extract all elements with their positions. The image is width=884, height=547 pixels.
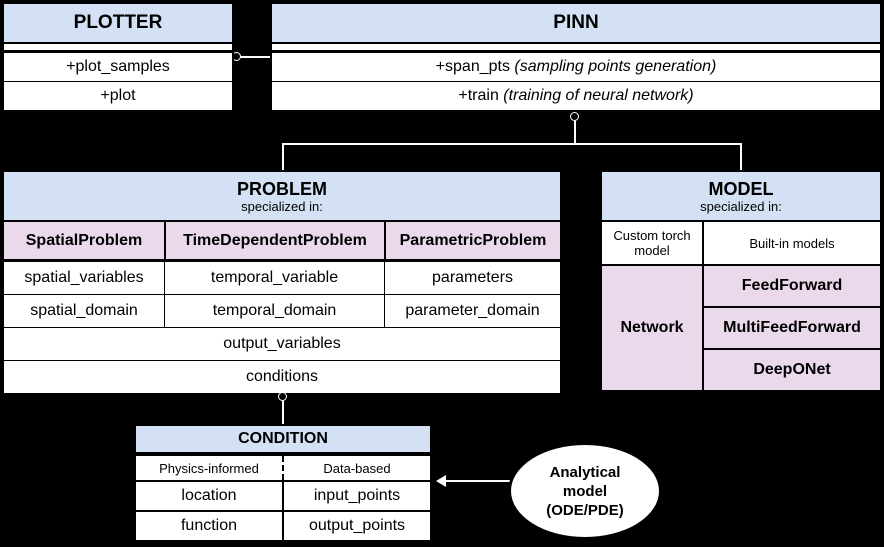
problem-title: PROBLEM bbox=[237, 178, 327, 199]
condition-attr-output-points: output_points bbox=[282, 512, 430, 540]
model-subtitle: specialized in: bbox=[700, 198, 782, 214]
aggregation-circle-condition bbox=[278, 392, 287, 401]
problem-attr-conditions: conditions bbox=[245, 368, 319, 385]
pinn-attributes-compartment bbox=[272, 44, 880, 52]
model-body: Custom torch model Network Built-in mode… bbox=[602, 222, 880, 390]
model-item-multifeedforward[interactable]: MultiFeedForward bbox=[704, 308, 880, 350]
analytical-model-line2: model bbox=[562, 482, 608, 500]
connector-branch-to-problem bbox=[282, 143, 284, 171]
model-left-header: Custom torch model bbox=[602, 222, 702, 266]
problem-attr-parameters: parameters bbox=[384, 262, 560, 294]
problem-attr-output-variables: output_variables bbox=[223, 335, 341, 352]
class-box-problem[interactable]: PROBLEM specialized in: SpatialProblem T… bbox=[2, 170, 562, 393]
condition-title: CONDITION bbox=[136, 426, 430, 454]
problem-subtitle: specialized in: bbox=[241, 198, 323, 214]
pinn-method-row[interactable]: +span_pts (sampling points generation) bbox=[272, 52, 880, 81]
problem-shared-row: output_variables bbox=[4, 327, 560, 360]
arrowhead-to-condition bbox=[436, 475, 446, 487]
problem-attr-parameter-domain: parameter_domain bbox=[384, 295, 560, 327]
plotter-method-row[interactable]: +plot_samples bbox=[4, 52, 232, 81]
analytical-model-line1: Analytical bbox=[549, 463, 621, 481]
problem-specialization-timedependent[interactable]: TimeDependentProblem bbox=[164, 222, 384, 259]
problem-attr-spatial-variables: spatial_variables bbox=[24, 269, 144, 286]
condition-attribute-row: location input_points bbox=[136, 480, 430, 510]
model-header: MODEL specialized in: bbox=[602, 172, 880, 222]
pinn-title: PINN bbox=[272, 4, 880, 44]
connector-branch-to-model bbox=[740, 143, 742, 171]
condition-attr-function: function bbox=[180, 517, 238, 534]
pinn-method-row[interactable]: +train (training of neural network) bbox=[272, 81, 880, 110]
problem-specialization-spatial[interactable]: SpatialProblem bbox=[4, 222, 164, 259]
problem-shared-row: conditions bbox=[4, 360, 560, 393]
problem-attribute-row: spatial_domain temporal_domain parameter… bbox=[4, 294, 560, 327]
plotter-method-plot-samples: +plot_samples bbox=[66, 58, 170, 75]
problem-attr-temporal-variable: temporal_variable bbox=[164, 262, 384, 294]
pinn-method-train: +train (training of neural network) bbox=[272, 82, 880, 110]
problem-attr-spatial-domain: spatial_domain bbox=[30, 302, 138, 319]
condition-subheader-data-based: Data-based bbox=[282, 456, 430, 480]
problem-attribute-row: spatial_variables temporal_variable para… bbox=[4, 261, 560, 294]
problem-header: PROBLEM specialized in: bbox=[4, 172, 560, 222]
node-analytical-model[interactable]: Analytical model (ODE/PDE) bbox=[508, 442, 662, 540]
pinn-method-span-pts-note: (sampling points generation) bbox=[514, 58, 717, 75]
model-right-header: Built-in models bbox=[704, 222, 880, 266]
connector-plotter-pinn bbox=[238, 56, 272, 58]
class-box-pinn[interactable]: PINN +span_pts (sampling points generati… bbox=[270, 2, 882, 111]
model-item-feedforward[interactable]: FeedForward bbox=[704, 266, 880, 308]
plotter-method-plot: +plot bbox=[100, 87, 136, 104]
model-left-column: Custom torch model Network bbox=[602, 222, 702, 390]
condition-attr-location: location bbox=[181, 487, 237, 504]
connector-branch-horizontal bbox=[282, 143, 742, 145]
class-box-model[interactable]: MODEL specialized in: Custom torch model… bbox=[600, 170, 882, 392]
connector-analytical-to-condition bbox=[440, 480, 512, 482]
pinn-method-span-pts: +span_pts (sampling points generation) bbox=[272, 53, 880, 81]
class-box-condition[interactable]: CONDITION Physics-informed Data-based lo… bbox=[134, 424, 432, 542]
aggregation-circle-pinn bbox=[570, 112, 579, 121]
model-item-network[interactable]: Network bbox=[602, 266, 702, 390]
problem-specialization-parametric[interactable]: ParametricProblem bbox=[384, 222, 560, 259]
model-item-deeponet[interactable]: DeepONet bbox=[704, 350, 880, 390]
connector-pinn-down bbox=[574, 118, 576, 144]
condition-attr-input-points: input_points bbox=[282, 482, 430, 510]
pinn-method-train-name: +train bbox=[458, 87, 499, 104]
class-box-plotter[interactable]: PLOTTER +plot_samples +plot bbox=[2, 2, 234, 111]
analytical-model-line3: (ODE/PDE) bbox=[546, 501, 624, 519]
problem-specialization-row: SpatialProblem TimeDependentProblem Para… bbox=[4, 222, 560, 261]
model-title: MODEL bbox=[708, 178, 774, 199]
connector-problem-condition bbox=[282, 398, 284, 425]
plotter-title: PLOTTER bbox=[4, 4, 232, 44]
condition-subheader-physics-informed: Physics-informed bbox=[159, 460, 259, 476]
condition-subheader-row: Physics-informed Data-based bbox=[136, 454, 430, 480]
plotter-attributes-compartment bbox=[4, 44, 232, 52]
condition-attribute-row: function output_points bbox=[136, 510, 430, 540]
pinn-method-train-note: (training of neural network) bbox=[503, 87, 694, 104]
problem-attr-temporal-domain: temporal_domain bbox=[164, 295, 384, 327]
model-right-column: Built-in models FeedForward MultiFeedFor… bbox=[702, 222, 880, 390]
pinn-method-span-pts-name: +span_pts bbox=[435, 58, 510, 75]
plotter-method-row[interactable]: +plot bbox=[4, 81, 232, 110]
